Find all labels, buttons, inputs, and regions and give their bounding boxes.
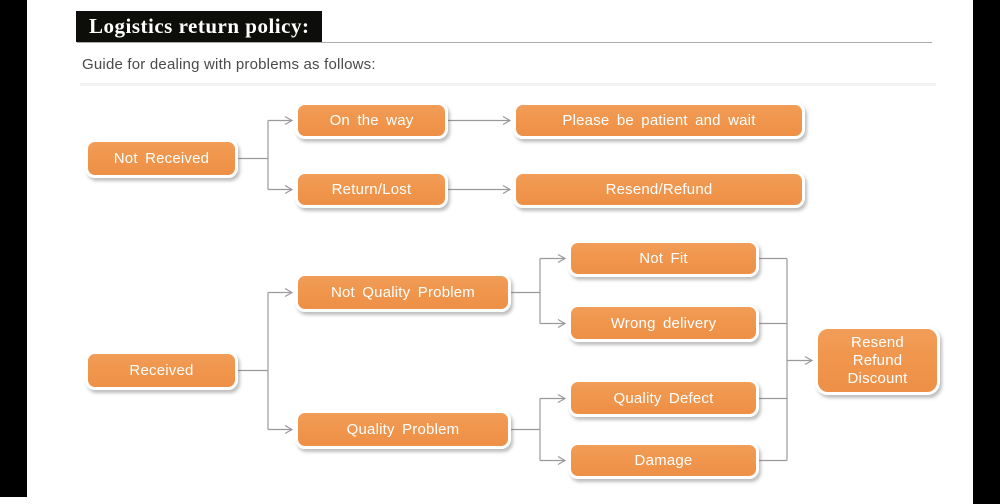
- node-wrong-delivery: Wrong delivery: [568, 304, 759, 342]
- node-label: Damage: [634, 452, 693, 469]
- arrow-head: [284, 424, 294, 435]
- page-title: Logistics return policy:: [76, 11, 323, 42]
- node-label: Return/Lost: [331, 181, 412, 198]
- edge-notquality-stem: [511, 258, 541, 324]
- node-return-lost: Return/Lost: [295, 171, 448, 208]
- node-quality-problem: Quality Problem: [295, 410, 511, 449]
- edge-notreceived-stem: [238, 120, 269, 190]
- arrow-head: [557, 318, 567, 329]
- title-divider: [77, 42, 932, 43]
- node-resend-refund: Resend/Refund: [513, 171, 805, 208]
- node-received: Received: [85, 351, 238, 390]
- node-label: Quality Defect: [613, 389, 714, 407]
- arrow-head: [284, 184, 294, 195]
- node-label: Quality Problem: [346, 421, 460, 438]
- node-label: Not Fit: [639, 250, 688, 267]
- node-label: Wrong delivery: [610, 314, 717, 332]
- page-frame-right: [973, 0, 1000, 504]
- node-not-fit: Not Fit: [568, 240, 759, 277]
- arrow-head: [284, 115, 294, 126]
- arrow-head: [284, 287, 294, 298]
- arrow-head: [557, 253, 567, 264]
- flowchart-image-edge: [80, 83, 936, 86]
- node-resend-refund-discount: Resend Refund Discount: [815, 326, 940, 395]
- node-label: Not Quality Problem: [330, 284, 476, 301]
- page-subtitle: Guide for dealing with problems as follo…: [82, 56, 376, 73]
- arrow-head: [804, 355, 814, 366]
- node-not-quality-problem: Not Quality Problem: [295, 273, 511, 312]
- node-damage: Damage: [568, 442, 759, 479]
- page-frame-left: [0, 0, 27, 497]
- node-quality-defect: Quality Defect: [568, 379, 759, 417]
- node-on-the-way: On the way: [295, 102, 448, 139]
- node-label: Received: [129, 362, 194, 379]
- arrow-head: [557, 393, 567, 404]
- arrow-head: [557, 455, 567, 466]
- node-label: Resend Refund Discount: [847, 333, 908, 387]
- node-label: On the way: [329, 112, 414, 129]
- node-label: Not Received: [113, 150, 210, 167]
- node-label: Resend/Refund: [605, 181, 713, 198]
- node-please-be-patient: Please be patient and wait: [513, 102, 805, 139]
- edge-received-stem: [238, 292, 269, 430]
- node-label: Please be patient and wait: [562, 112, 756, 129]
- edge-merge-rail: [759, 257, 788, 462]
- arrow-head: [502, 115, 512, 126]
- edge-quality-stem: [511, 398, 541, 461]
- arrow-head: [502, 184, 512, 195]
- node-not-received: Not Received: [85, 139, 238, 178]
